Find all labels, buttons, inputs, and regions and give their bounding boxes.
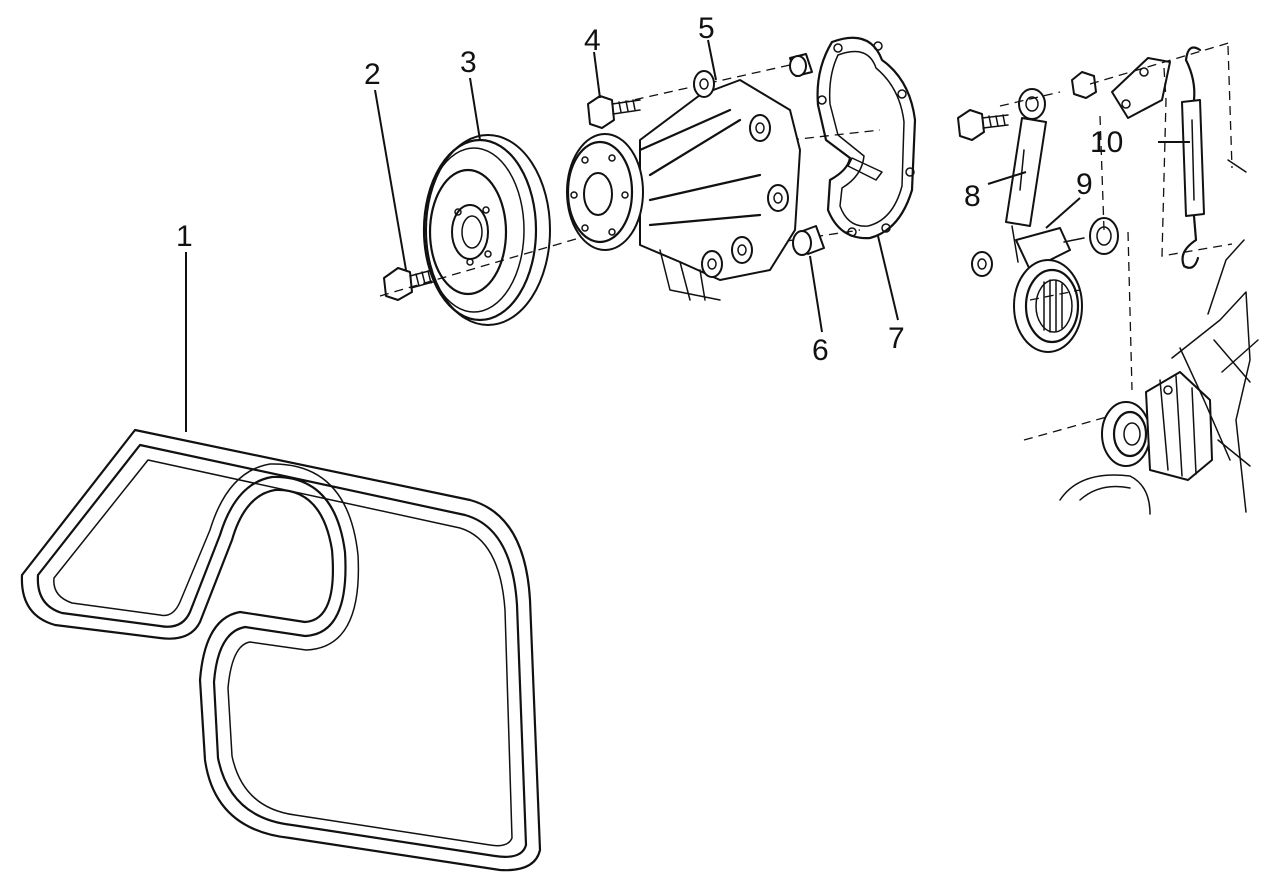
water-pump (566, 70, 801, 301)
leader-line-8 (987, 171, 1027, 185)
assembly-axis-gasket (789, 129, 881, 141)
tensioner-spring (1071, 46, 1205, 269)
leader-line-6 (809, 255, 823, 333)
pump-gasket (816, 36, 917, 240)
alternator-assembly (1059, 159, 1259, 515)
assembly-axis-lower (379, 231, 601, 297)
callout-8: 8 (964, 180, 981, 213)
callout-3: 3 (460, 46, 477, 79)
leader-line-2 (374, 89, 407, 271)
dowel-sleeve (792, 225, 825, 256)
callout-5: 5 (698, 12, 715, 45)
leader-line-7 (877, 235, 899, 321)
drive-belt (20, 428, 542, 872)
belt-tensioner (971, 217, 1119, 353)
callout-7: 7 (888, 322, 905, 355)
callout-1: 1 (176, 220, 193, 253)
callout-2: 2 (364, 58, 381, 91)
dowel-sleeve-upper (789, 53, 813, 77)
callout-4: 4 (584, 24, 601, 57)
callout-6: 6 (812, 334, 829, 367)
leader-line-9 (1045, 197, 1081, 229)
callout-10: 10 (1090, 126, 1123, 159)
leader-line-3 (469, 77, 481, 141)
pump-bolt (587, 95, 641, 129)
callout-labels: 1 2 3 4 5 6 7 8 9 10 (176, 12, 1123, 367)
water-pump-pulley (422, 134, 551, 326)
callout-9: 9 (1076, 168, 1093, 201)
leader-line-5 (707, 39, 717, 81)
leader-line-4 (593, 51, 601, 99)
